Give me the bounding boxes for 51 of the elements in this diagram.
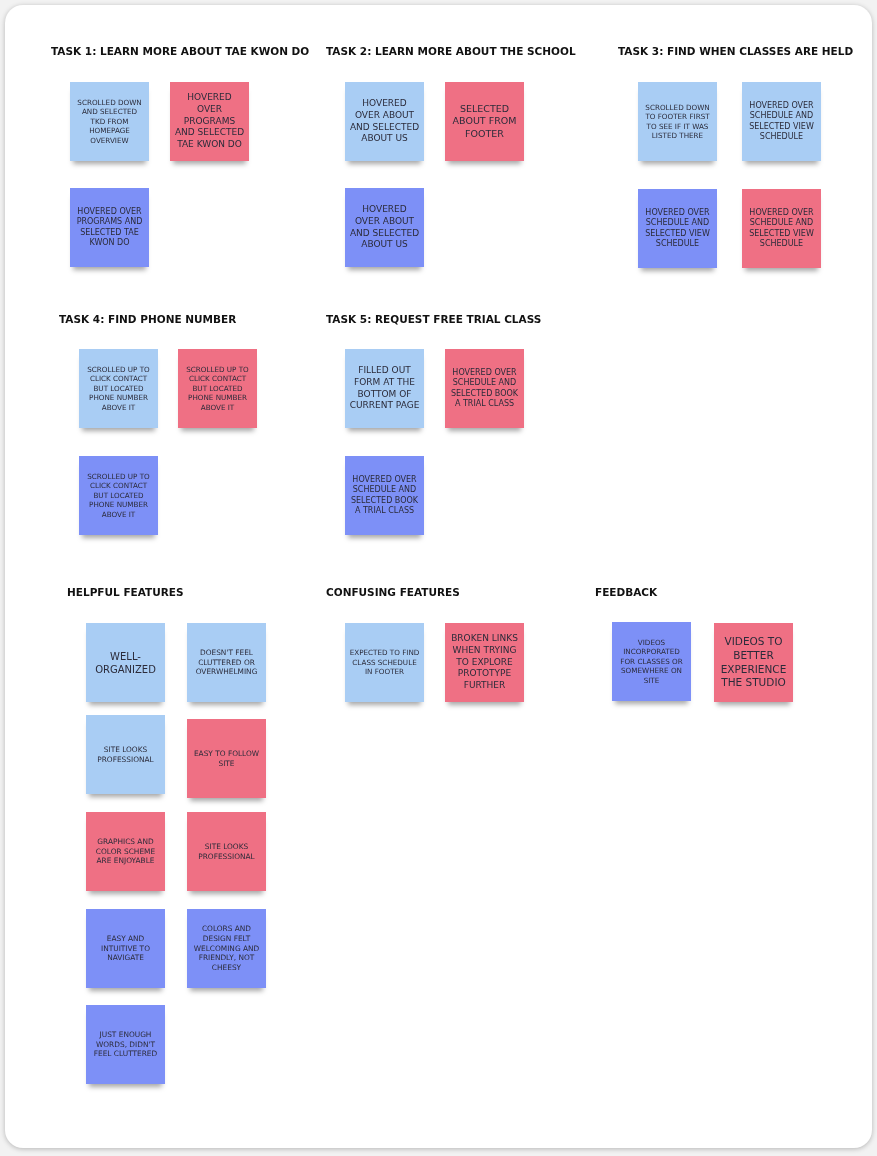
sticky-note bbox=[86, 623, 165, 702]
sticky-note bbox=[70, 188, 149, 267]
note-text: BROKEN LINKS WHEN TRYING TO EXPLORE PROTOTYPE FURTHER bbox=[450, 633, 519, 692]
sticky-note bbox=[714, 623, 793, 702]
note-text: HOVERED OVER PROGRAMS AND SELECTED TAE KWON DO bbox=[174, 92, 245, 151]
sticky-note bbox=[79, 349, 158, 428]
section-heading: TASK 1: LEARN MORE ABOUT TAE KWON DO bbox=[51, 45, 310, 57]
sticky-note bbox=[742, 189, 821, 268]
sticky-note bbox=[638, 189, 717, 268]
note-text: WELL-ORGANIZED bbox=[94, 649, 157, 676]
section-heading: FEEDBACK bbox=[595, 586, 658, 598]
sticky-note bbox=[79, 456, 158, 535]
section-heading: CONFUSING FEATURES bbox=[326, 586, 460, 598]
sticky-note bbox=[445, 82, 524, 161]
sticky-note bbox=[86, 812, 165, 891]
sticky-note bbox=[612, 622, 691, 701]
sticky-note bbox=[445, 349, 524, 428]
sticky-note bbox=[187, 812, 266, 891]
sticky-note bbox=[70, 82, 149, 161]
sticky-note bbox=[345, 623, 424, 702]
sticky-note bbox=[345, 349, 424, 428]
note-text: HOVERED OVER SCHEDULE AND SELECTED VIEW SCHEDULE bbox=[748, 100, 815, 143]
sticky-note bbox=[445, 623, 524, 702]
note-text: VIDEOS TO BETTER EXPERIENCE THE STUDIO bbox=[719, 635, 788, 690]
sticky-note bbox=[170, 82, 249, 161]
sticky-note bbox=[86, 1005, 165, 1084]
sticky-note bbox=[187, 719, 266, 798]
section-heading: TASK 5: REQUEST FREE TRIAL CLASS bbox=[326, 313, 542, 325]
sticky-note bbox=[742, 82, 821, 161]
sticky-note bbox=[86, 909, 165, 988]
sticky-note bbox=[345, 456, 424, 535]
section-heading: TASK 4: FIND PHONE NUMBER bbox=[59, 313, 237, 325]
note-text: HOVERED OVER SCHEDULE AND SELECTED VIEW SCHEDULE bbox=[644, 207, 711, 250]
sticky-note bbox=[187, 909, 266, 988]
note-text: HOVERED OVER ABOUT AND SELECTED ABOUT US bbox=[349, 98, 420, 145]
sticky-note bbox=[345, 188, 424, 267]
note-text: HOVERED OVER PROGRAMS AND SELECTED TAE KWON DO bbox=[75, 206, 144, 249]
section-heading: TASK 2: LEARN MORE ABOUT THE SCHOOL bbox=[326, 45, 576, 57]
note-text: FILLED OUT FORM AT THE BOTTOM OF CURRENT PAGE bbox=[349, 365, 420, 412]
sticky-note bbox=[86, 715, 165, 794]
sticky-note bbox=[187, 623, 266, 702]
sticky-note bbox=[638, 82, 717, 161]
note-text: HOVERED OVER SCHEDULE AND SELECTED BOOK A TRIAL CLASS bbox=[349, 474, 420, 517]
note-text: HOVERED OVER SCHEDULE AND SELECTED BOOK A TRIAL CLASS bbox=[449, 367, 520, 410]
note-text: HOVERED OVER ABOUT AND SELECTED ABOUT US bbox=[349, 204, 420, 251]
sticky-note bbox=[345, 82, 424, 161]
section-heading: TASK 3: FIND WHEN CLASSES ARE HELD bbox=[618, 45, 854, 57]
note-text: HOVERED OVER SCHEDULE AND SELECTED VIEW SCHEDULE bbox=[748, 207, 815, 250]
note-text: SELECTED ABOUT FROM FOOTER bbox=[451, 103, 518, 140]
section-heading: HELPFUL FEATURES bbox=[67, 586, 184, 598]
sticky-note bbox=[178, 349, 257, 428]
